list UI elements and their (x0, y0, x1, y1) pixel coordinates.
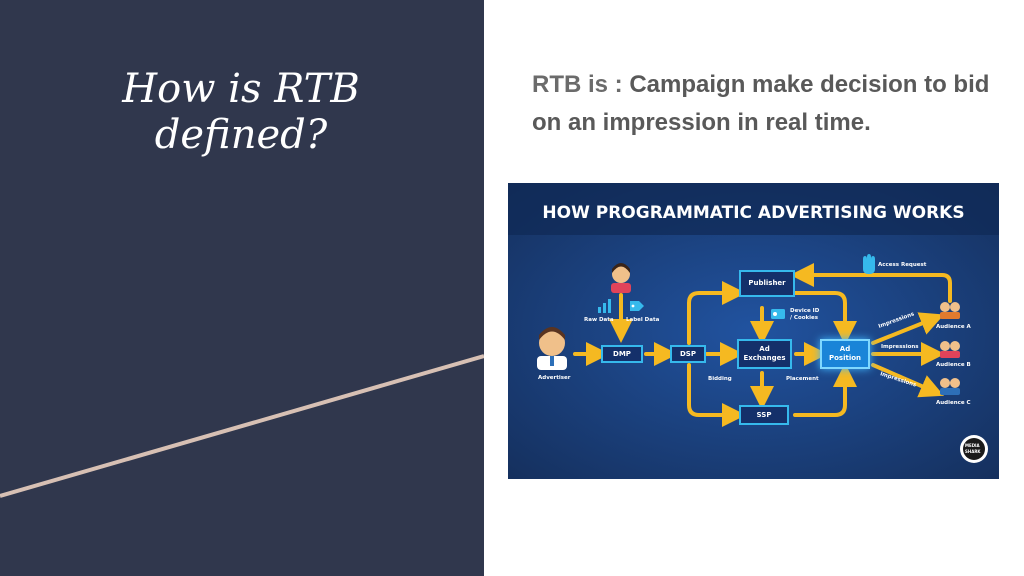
audience-c-label: Audience C (936, 400, 971, 406)
flow-arrows (573, 263, 952, 427)
programmatic-advertising-infographic: HOW PROGRAMMATIC ADVERTISING WORKS Publi… (508, 183, 999, 479)
slide-title-line2: defined? (154, 112, 328, 158)
arrow-publisher-to-position (793, 291, 857, 345)
arrow-access-request (790, 263, 952, 303)
device-id-label-line1: Device ID (790, 308, 820, 314)
ssp-node: SSP (739, 405, 789, 425)
title-panel: How is RTB defined? (0, 0, 484, 576)
arrow-dsp-to-publisher (687, 281, 746, 345)
raw-data-label: Raw Data (584, 317, 614, 323)
brand-line1: MEDIA (965, 443, 980, 448)
slide-title: How is RTB defined? (60, 66, 422, 158)
arrow-impressions-c (871, 363, 945, 398)
publisher-node: Publisher (739, 270, 795, 297)
bidding-label: Bidding (708, 376, 732, 382)
advertiser-label: Advertiser (538, 375, 571, 381)
arrow-impressions-a (871, 312, 945, 345)
device-id-label-line2: / Cookies (790, 315, 819, 321)
hand-icon (863, 254, 875, 274)
impressions-b-label: Impressions (881, 344, 919, 350)
brand-line2: SHARK (965, 449, 981, 454)
raw-data-icon (598, 299, 611, 313)
ad-position-line1: Ad (839, 345, 851, 353)
ad-position-line2: Position (828, 354, 862, 362)
ad-exchanges-node: Ad Exchanges (737, 339, 792, 369)
slide-title-line1: How is RTB (122, 66, 360, 112)
analyst-icon (611, 263, 631, 293)
infographic-drawing (508, 183, 999, 479)
media-shark-logo (960, 435, 988, 463)
rtb-definition: RTB is : Campaign make decision to bid o… (532, 66, 992, 142)
audience-b-icon (940, 341, 960, 358)
audience-a-icon (940, 302, 960, 319)
arrow-dsp-to-ssp (687, 363, 746, 427)
label-data-label: Label Data (626, 317, 660, 323)
rtb-definition-prefix: RTB is : (532, 71, 630, 98)
device-id-icon (771, 309, 785, 319)
advertiser-icon (537, 327, 567, 370)
ad-exchanges-line2: Exchanges (743, 354, 786, 362)
audience-b-label: Audience B (936, 362, 971, 368)
dsp-node: DSP (670, 345, 706, 363)
arrow-ssp-to-position (793, 363, 857, 417)
decorative-diagonal-line (0, 354, 484, 498)
infographic-title-band (508, 183, 999, 235)
ad-position-node: Ad Position (820, 339, 870, 369)
placement-label: Placement (786, 376, 819, 382)
audience-a-label: Audience A (936, 324, 971, 330)
label-data-icon (630, 301, 644, 311)
audience-c-icon (940, 378, 960, 395)
dmp-node: DMP (601, 345, 643, 363)
infographic-title: HOW PROGRAMMATIC ADVERTISING WORKS (542, 203, 965, 223)
access-request-label: Access Request (878, 262, 927, 268)
icon-set (537, 254, 988, 463)
rtb-definition-body: Campaign make decision to bid on an impr… (532, 71, 990, 136)
ad-exchanges-line1: Ad (759, 345, 770, 353)
